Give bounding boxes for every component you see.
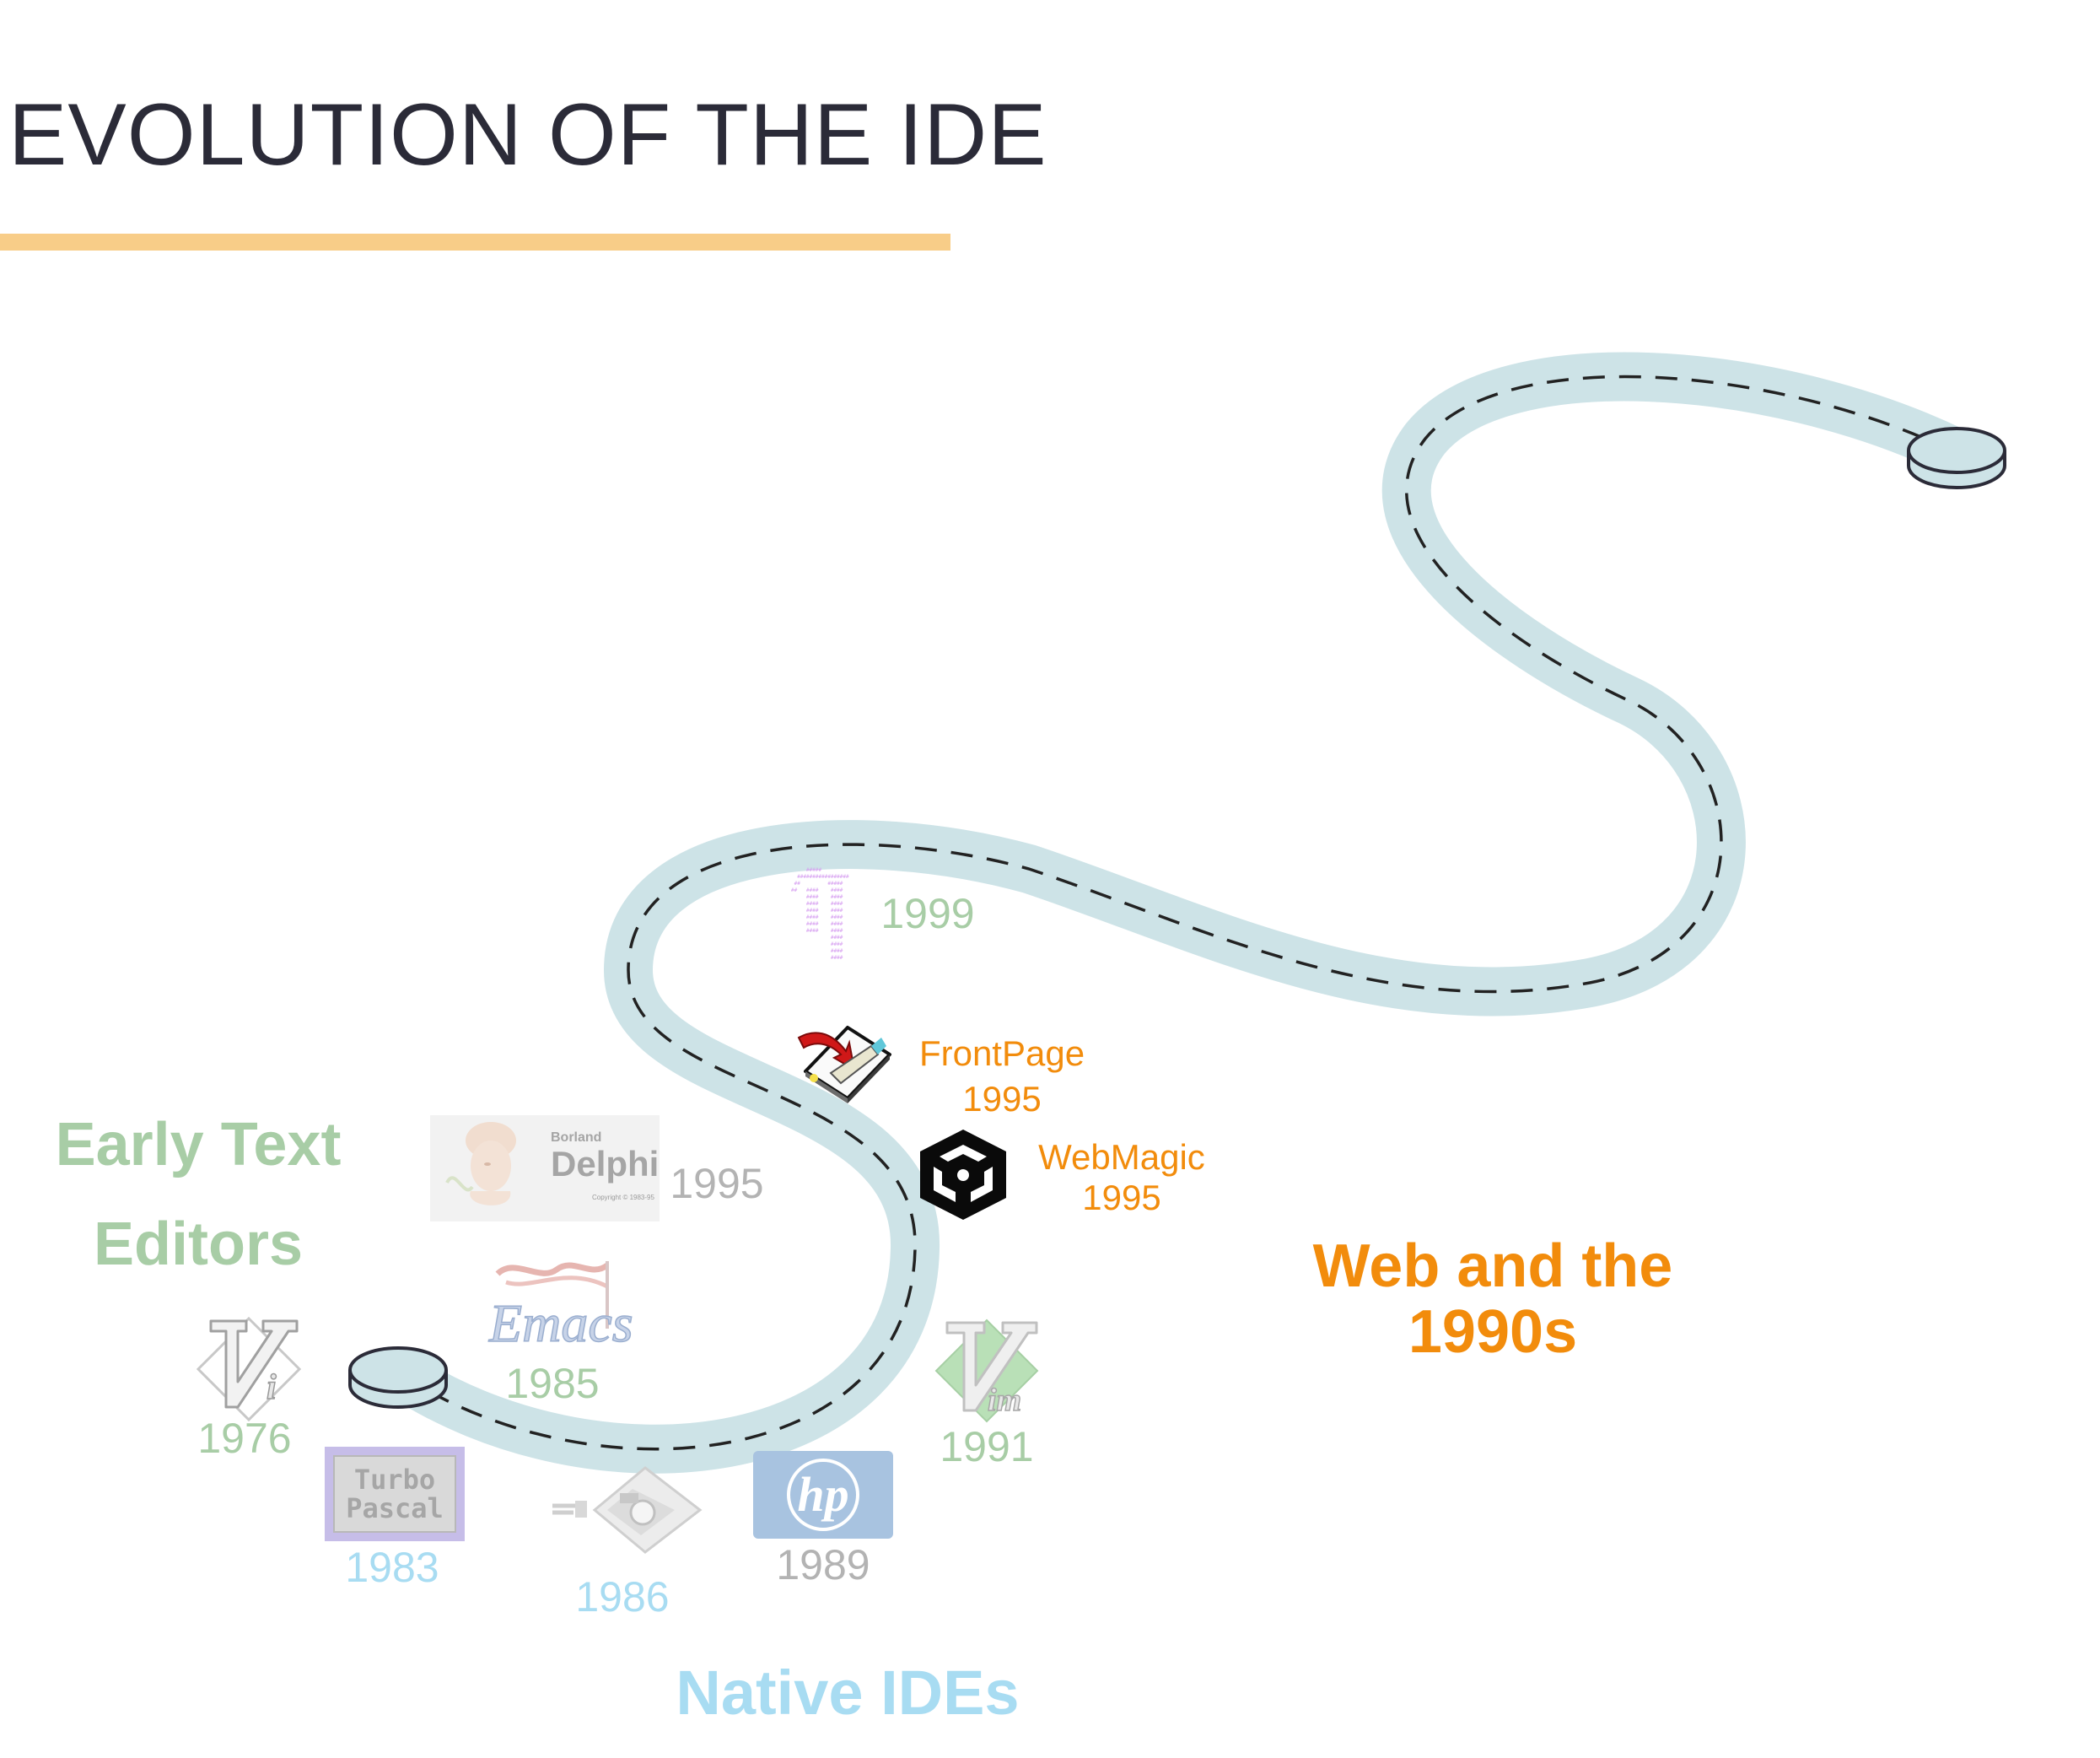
delphi-logo-copyright: Copyright © 1983-95 — [592, 1194, 654, 1201]
hp-year: 1989 — [776, 1541, 870, 1588]
ide-1986-year: 1986 — [575, 1573, 670, 1620]
vim-logo-icon: im — [934, 1318, 1039, 1423]
frontpage-label: FrontPage 1995 — [909, 1031, 1095, 1122]
section-early-text-editors: Early Text Editors — [34, 1095, 363, 1294]
emacs-logo-icon: Emacs — [481, 1248, 633, 1358]
delphi-logo-borland: Borland — [551, 1130, 602, 1145]
road-start-marker — [348, 1346, 448, 1409]
section-early-line1: Early Text — [55, 1111, 342, 1178]
ascii-art-logo-icon: ##### ################# ## ##### ## ####… — [791, 867, 849, 961]
webmagic-label: WebMagic 1995 — [1029, 1137, 1214, 1218]
webmagic-cube-icon — [920, 1130, 1006, 1220]
road-center-dashes — [397, 375, 1957, 1451]
floppy-disk-icon — [552, 1466, 703, 1554]
turbo-pascal-year: 1983 — [345, 1544, 439, 1591]
delphi-year: 1995 — [670, 1160, 764, 1207]
delphi-logo-delphi: Delphi — [551, 1144, 660, 1184]
turbo-pascal-logo-line1: Turbo — [353, 1464, 436, 1496]
svg-text:i: i — [267, 1368, 277, 1407]
frontpage-year: 1995 — [962, 1079, 1042, 1119]
section-web-line1: Web and the — [1312, 1232, 1673, 1300]
frontpage-name: FrontPage — [918, 1033, 1085, 1073]
webmagic-name: WebMagic — [1038, 1137, 1205, 1177]
hp-logo-text: hp — [797, 1467, 849, 1522]
road-end-marker — [1907, 427, 2006, 489]
section-early-line2: Editors — [93, 1211, 304, 1278]
section-web-1990s: Web and the 1990s — [1282, 1233, 1704, 1365]
emacs-year: 1985 — [505, 1360, 600, 1407]
delphi-logo-icon: Borland Delphi Copyright © 1983-95 — [430, 1115, 660, 1221]
turbo-pascal-logo-line2: Pascal — [346, 1492, 444, 1524]
ascii-1999-year: 1999 — [880, 890, 975, 937]
vim-year: 1991 — [940, 1423, 1034, 1470]
section-native-ides: Native IDEs — [676, 1658, 1020, 1728]
vi-logo-icon: i — [196, 1316, 302, 1422]
emacs-logo-text: Emacs — [488, 1292, 633, 1354]
svg-text:im: im — [988, 1383, 1021, 1418]
turbo-pascal-logo-icon: Turbo Pascal — [325, 1447, 465, 1541]
page-title: EVOLUTION OF THE IDE — [8, 86, 1047, 184]
webmagic-year: 1995 — [1082, 1178, 1161, 1217]
vi-year: 1976 — [197, 1415, 292, 1462]
section-web-line2: 1990s — [1408, 1298, 1578, 1366]
title-underline — [0, 234, 950, 251]
frontpage-logo-icon — [797, 1026, 891, 1103]
hp-logo-icon: hp — [753, 1451, 893, 1539]
